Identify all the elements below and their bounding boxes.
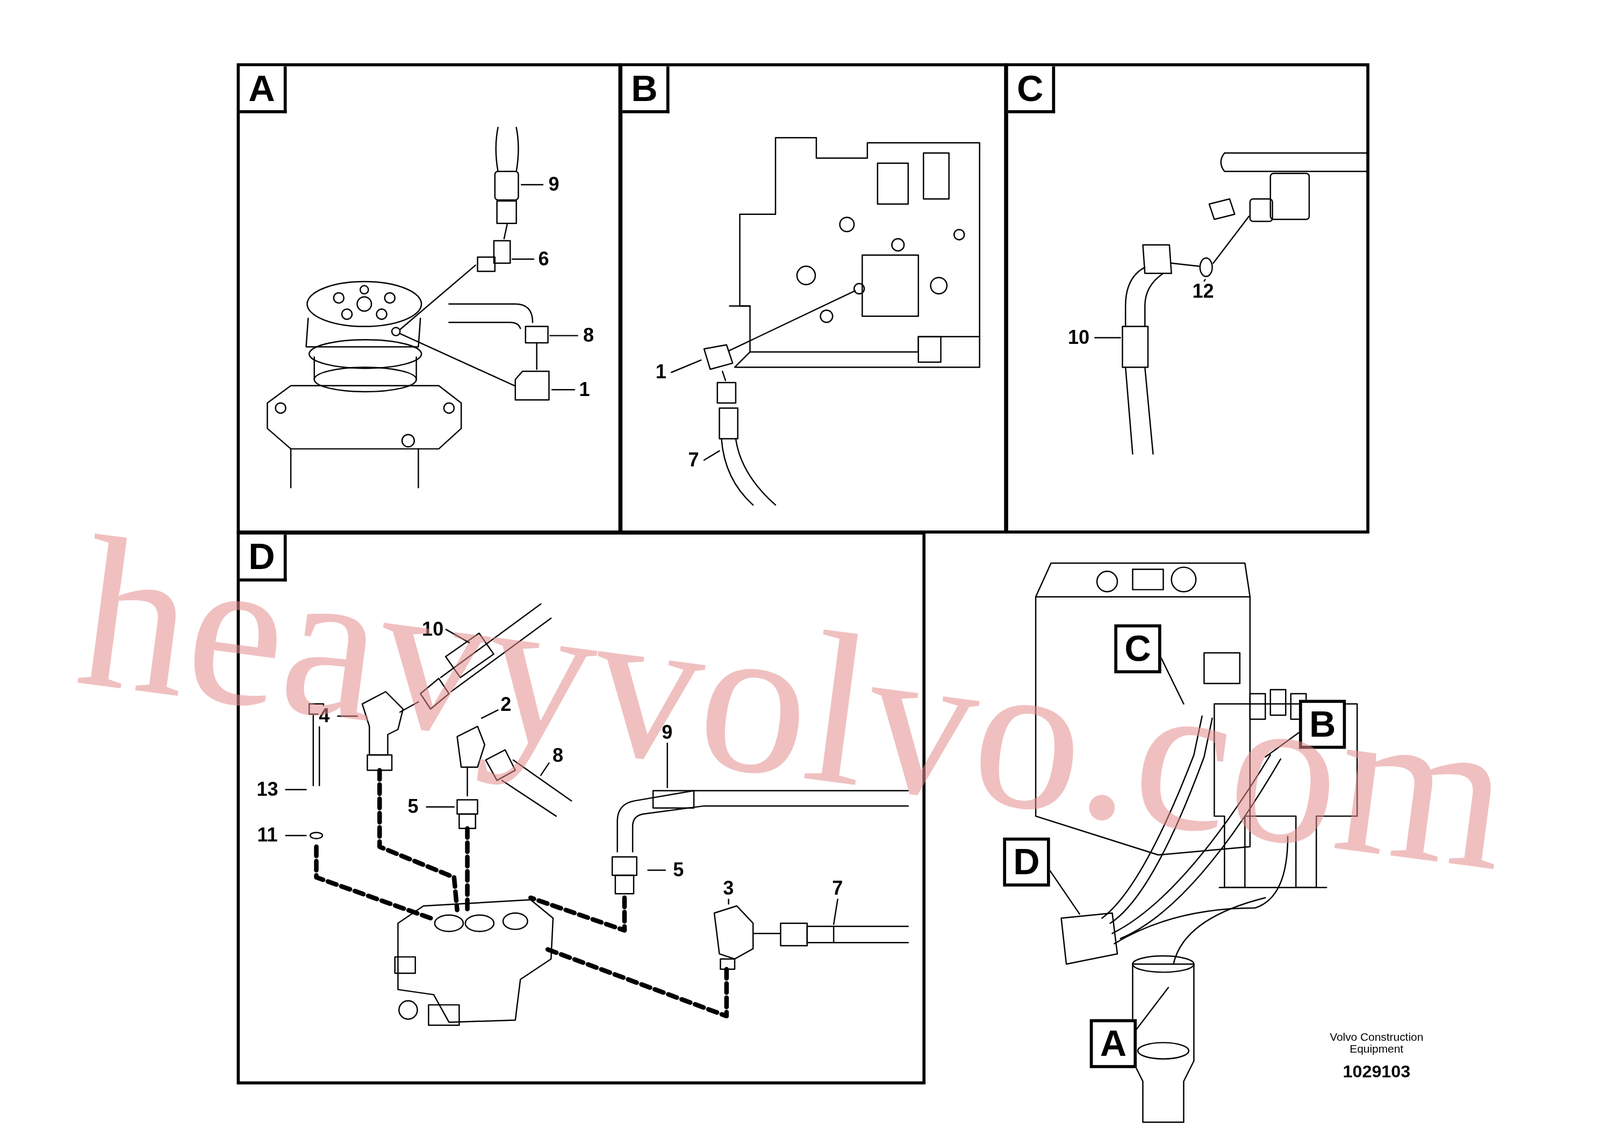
panel-letter: C (1016, 69, 1044, 107)
view-callout-box: C (1114, 624, 1161, 674)
panel-letter-box: C (1008, 66, 1056, 113)
callout-number: 9 (547, 174, 561, 196)
callout-number: 4 (317, 705, 331, 728)
callout-number: 8 (582, 325, 595, 347)
callout-number: 6 (537, 248, 551, 270)
callout-number: 1 (578, 378, 592, 401)
drawing-number: 1029103 (1343, 1062, 1411, 1082)
callout-number: 10 (420, 619, 445, 641)
callout-number: 8 (551, 745, 565, 767)
view-letter: D (1013, 843, 1040, 881)
detail-panel: A (236, 63, 622, 534)
callout-number: 5 (406, 796, 420, 819)
panel-letter: B (630, 69, 658, 107)
callout-number: 13 (255, 779, 280, 801)
panel-letter-box: D (239, 534, 287, 582)
panel-letter: A (248, 69, 275, 107)
view-callout-box: B (1299, 699, 1346, 749)
callout-number: 12 (1191, 281, 1216, 303)
callout-number: 10 (1066, 327, 1091, 349)
panel-letter-box: B (622, 66, 670, 113)
detail-panel: D (236, 531, 926, 1085)
view-letter: C (1124, 630, 1151, 667)
callout-number: 7 (830, 878, 844, 900)
detail-panel: B (619, 63, 1007, 534)
callout-number: 5 (671, 859, 685, 882)
callout-number: 11 (256, 824, 279, 847)
maker-caption: Volvo Construction Equipment (1320, 1030, 1433, 1056)
callout-number: 7 (687, 449, 701, 471)
callout-number: 2 (499, 694, 513, 716)
callout-number: 1 (654, 361, 668, 384)
view-callout-box: A (1089, 1019, 1137, 1069)
view-callout-box: D (1002, 837, 1050, 887)
detail-panel: C (1005, 63, 1370, 534)
callout-number: 9 (660, 721, 674, 744)
callout-number: 3 (721, 878, 735, 900)
panel-letter: D (248, 538, 275, 576)
view-letter: A (1100, 1025, 1127, 1063)
panel-letter-box: A (239, 66, 287, 113)
view-letter: B (1309, 706, 1336, 743)
